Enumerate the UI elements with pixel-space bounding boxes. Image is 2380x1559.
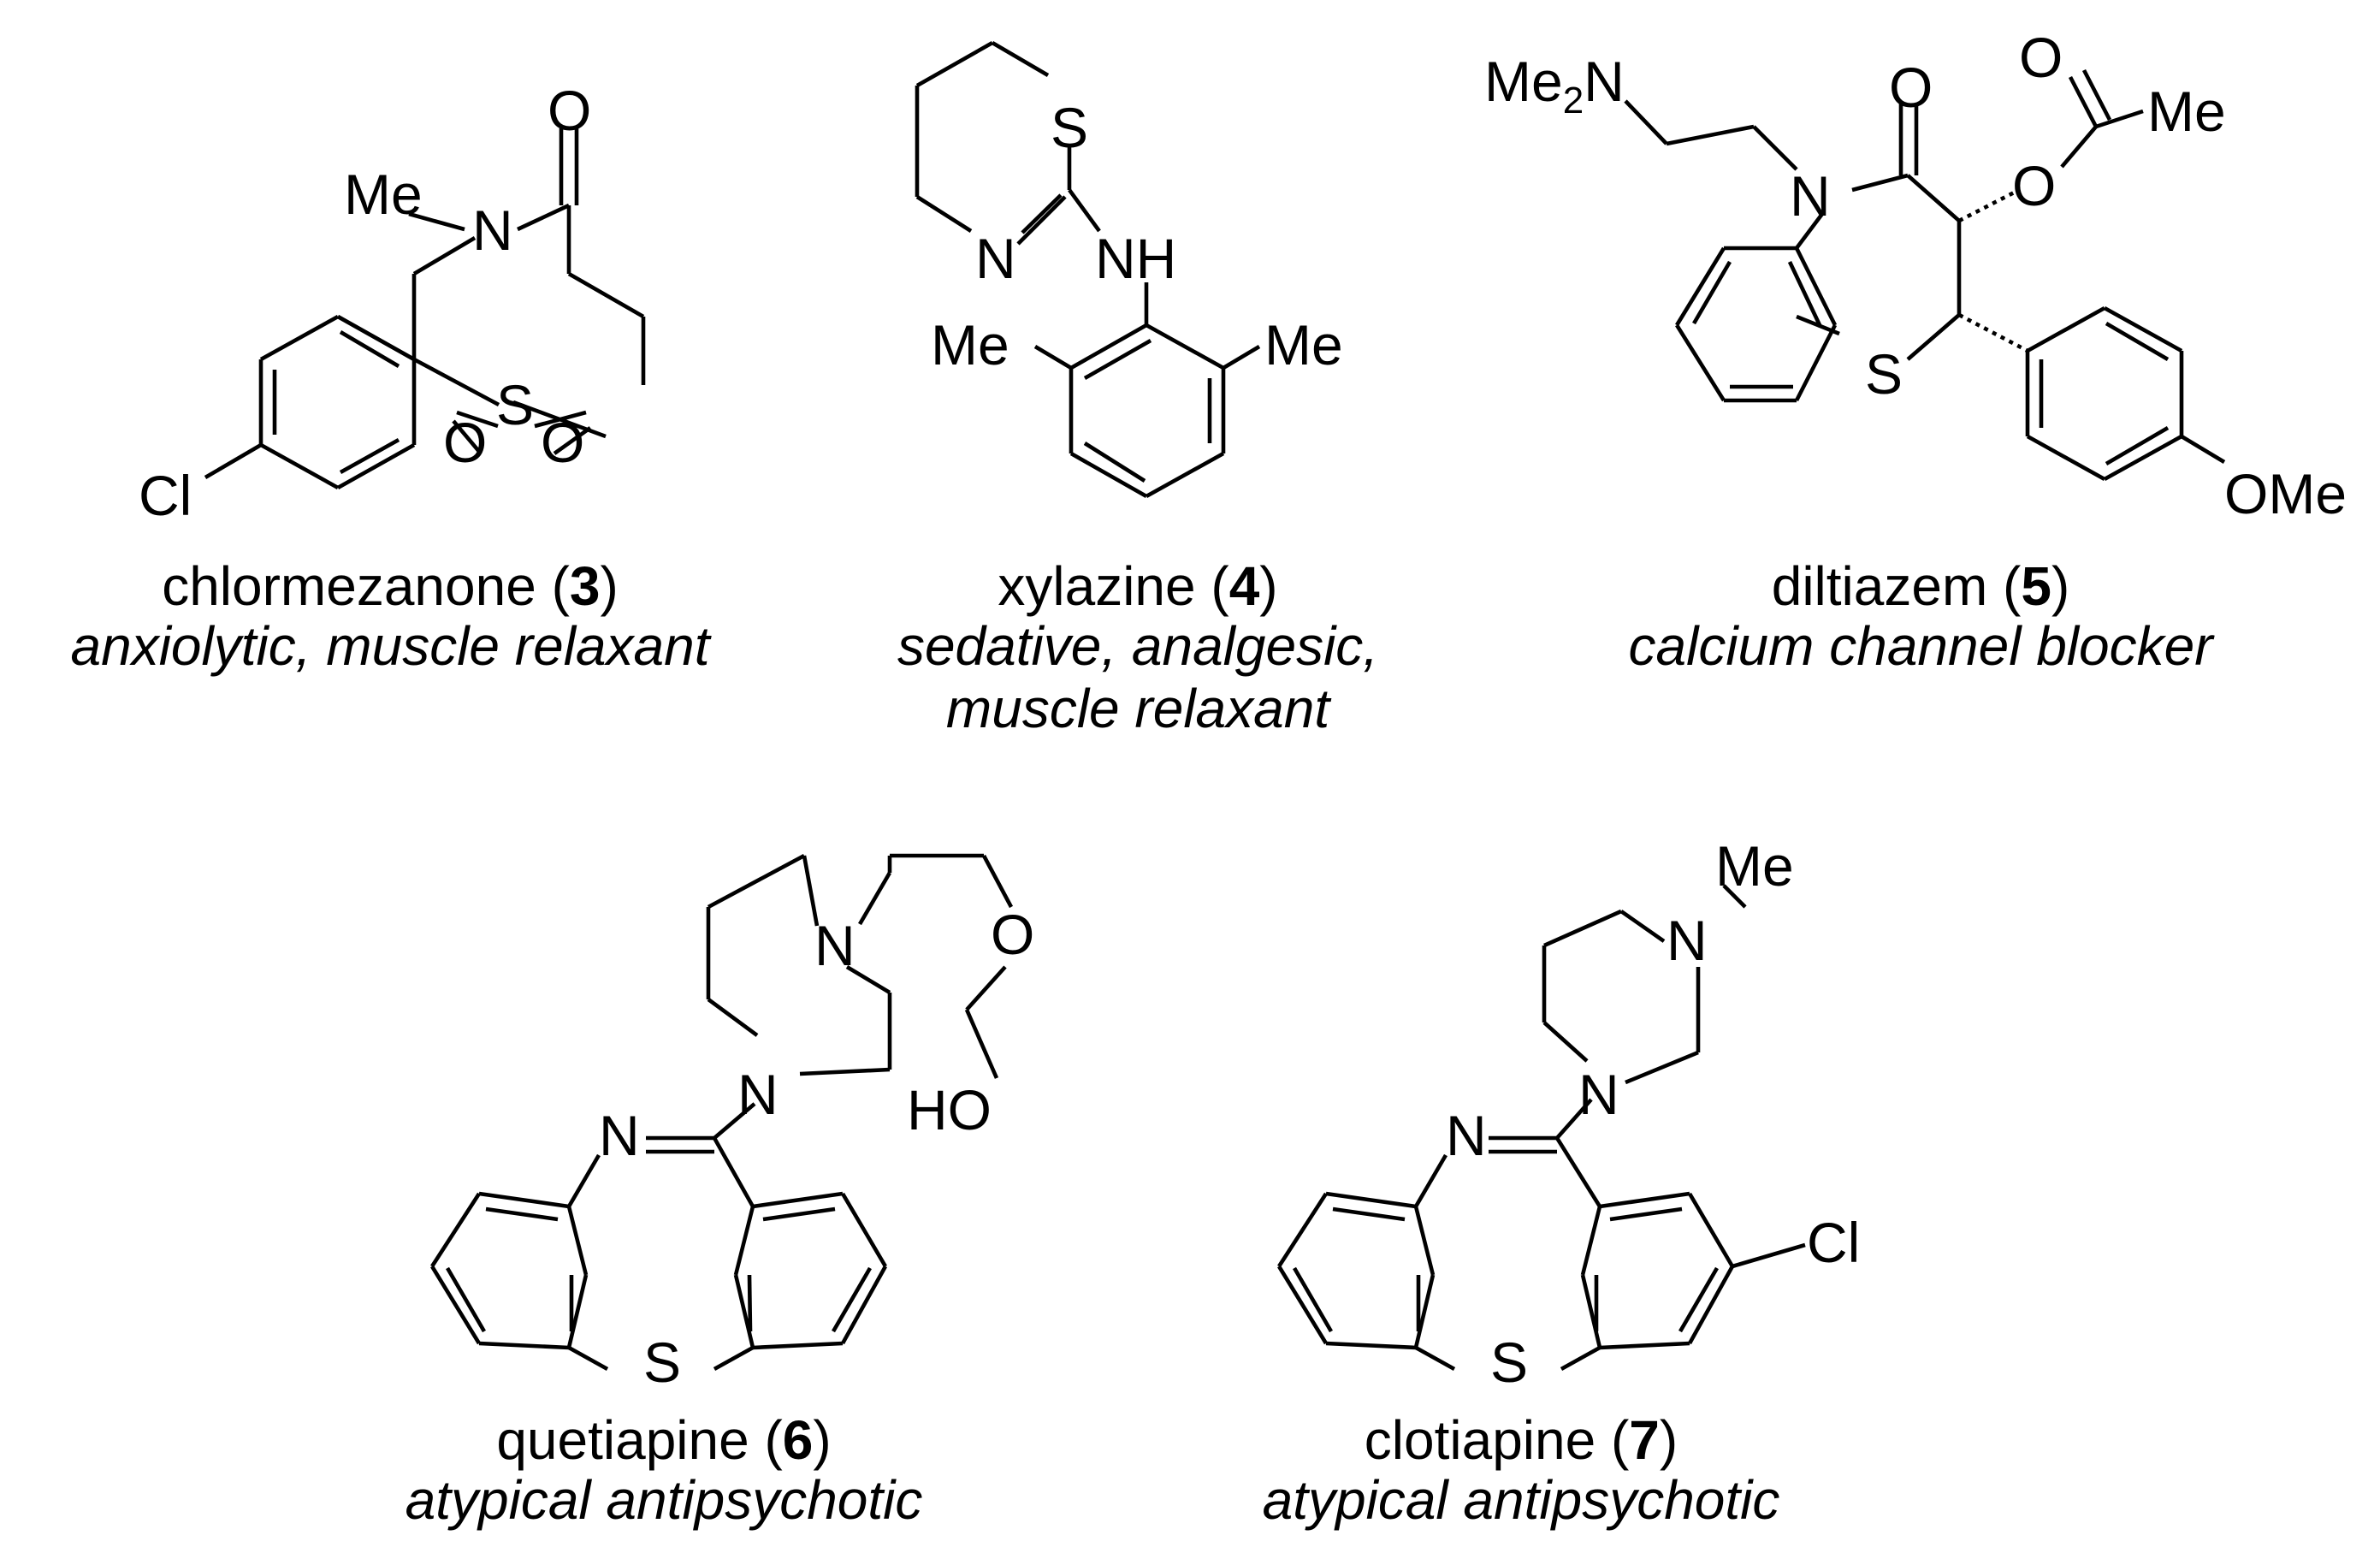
diltiazem-structure <box>1624 68 2226 482</box>
nitrogen-label: N <box>975 227 1016 290</box>
chloro-label: Cl <box>1807 1211 1860 1274</box>
methoxy-label: OMe <box>2224 462 2347 525</box>
sulfur-label: S <box>1051 96 1088 159</box>
acetyl-oxygen-label: O <box>2019 26 2063 89</box>
methyl-label: Me <box>931 313 1009 376</box>
sulfonyl-oxygen-label: O <box>443 411 487 474</box>
compound-use: atypical antipsychotic <box>1263 1469 1780 1531</box>
methyl-label: Me <box>1715 834 1794 898</box>
amine-label: NH <box>1095 227 1176 290</box>
methyl-label: Me <box>1264 313 1343 376</box>
sulfur-label: S <box>1865 342 1903 406</box>
compound-use: calcium channel blocker <box>1629 615 2216 677</box>
compound-use: atypical antipsychotic <box>406 1469 923 1531</box>
xylazine-structure <box>915 41 1261 499</box>
nitrogen-label: N <box>737 1063 779 1126</box>
methyl-label: Me <box>344 163 423 226</box>
compound-name: xylazine (4) <box>998 555 1277 617</box>
dimethylamino-label: Me2N <box>1484 50 1625 122</box>
ester-oxygen-label: O <box>2012 154 2056 217</box>
sulfur-label: S <box>643 1331 681 1394</box>
compound-name: clotiapine (7) <box>1365 1409 1678 1471</box>
clotiapine-structure <box>1277 884 1806 1372</box>
nitrogen-label: N <box>1667 909 1708 972</box>
compound-use: muscle relaxant <box>946 678 1331 739</box>
ether-oxygen-label: O <box>991 903 1034 966</box>
nitrogen-label: N <box>1578 1063 1619 1126</box>
compound-use: anxiolytic, muscle relaxant <box>71 615 712 677</box>
carbonyl-oxygen-label: O <box>548 79 591 142</box>
compound-name: chlormezanone (3) <box>162 555 619 617</box>
imine-nitrogen-label: N <box>1446 1104 1487 1167</box>
compound-use: sedative, analgesic, <box>897 615 1378 677</box>
compound-name: quetiapine (6) <box>496 1409 831 1471</box>
chlormezanone-structure <box>204 128 646 490</box>
sulfur-label: S <box>1490 1331 1528 1394</box>
chloro-label: Cl <box>139 464 192 527</box>
nitrogen-label: N <box>472 199 513 262</box>
nitrogen-label: N <box>1790 164 1831 228</box>
carbonyl-oxygen-label: O <box>1889 56 1933 119</box>
methyl-label: Me <box>2147 80 2226 143</box>
hydroxyl-label: HO <box>907 1078 992 1141</box>
imine-nitrogen-label: N <box>599 1104 640 1167</box>
compound-name: diltiazem (5) <box>1772 555 2070 617</box>
nitrogen-label: N <box>814 914 855 977</box>
quetiapine-structure <box>430 853 1014 1372</box>
sulfonyl-oxygen-label: O <box>541 411 584 474</box>
sulfur-label: S <box>496 373 534 436</box>
